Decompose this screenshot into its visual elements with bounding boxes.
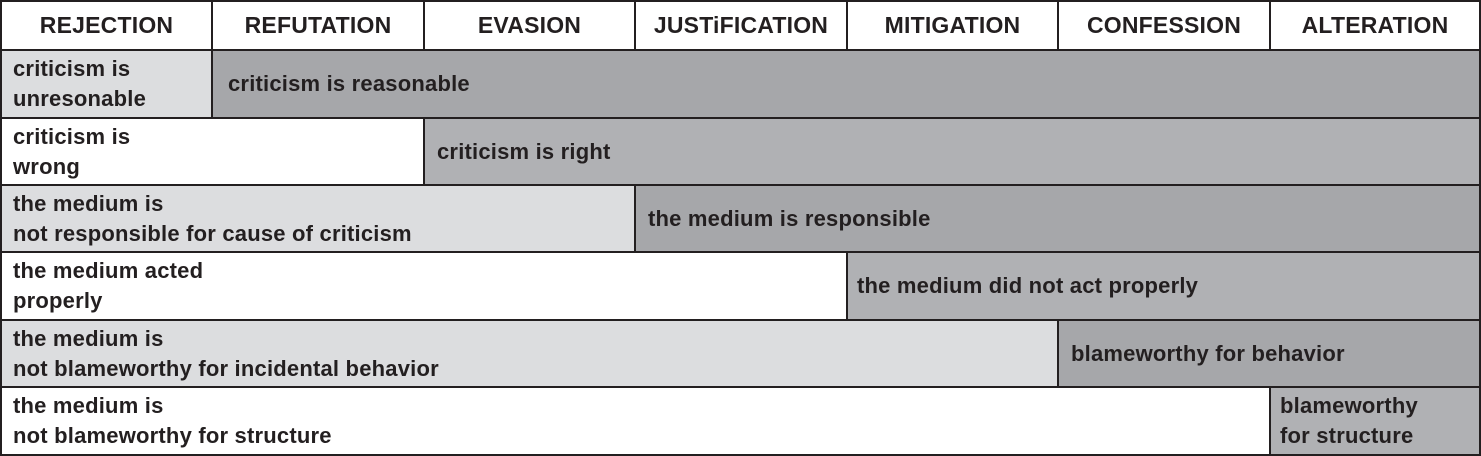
row-2-right-cell: criticism is right [423, 117, 1481, 186]
row-5-right-cell: blameworthy for behavior [1057, 319, 1481, 388]
row-4-left-cell: the medium acted properly [0, 251, 848, 321]
row-3-right-cell: the medium is responsible [634, 184, 1481, 253]
row-6-left-cell: the medium is not blameworthy for struct… [0, 386, 1271, 456]
row-2-left-cell: criticism is wrong [0, 117, 425, 186]
header-confession: CONFESSION [1057, 0, 1271, 51]
row-1-right-cell: criticism is reasonable [211, 49, 1481, 119]
header-refutation: REFUTATION [211, 0, 425, 51]
header-mitigation: MITIGATION [846, 0, 1059, 51]
row-1-left-cell: criticism is unresonable [0, 49, 213, 119]
row-3-left-cell: the medium is not responsible for cause … [0, 184, 636, 253]
row-4-right-cell: the medium did not act properly [846, 251, 1481, 321]
header-evasion: EVASION [423, 0, 636, 51]
row-5-left-cell: the medium is not blameworthy for incide… [0, 319, 1059, 388]
header-rejection: REJECTION [0, 0, 213, 51]
header-justification: JUSTiFICATION [634, 0, 848, 51]
header-alteration: ALTERATION [1269, 0, 1481, 51]
row-6-right-cell: blameworthy for structure [1269, 386, 1481, 456]
